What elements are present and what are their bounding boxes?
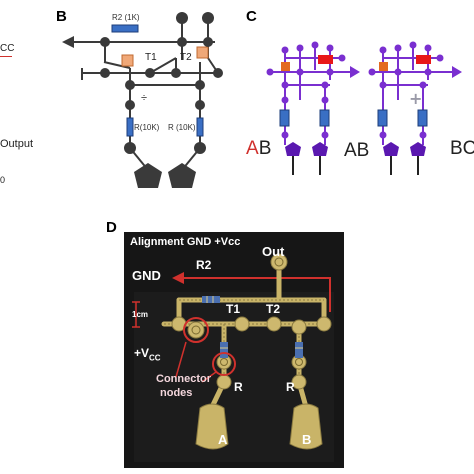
out-label: Out bbox=[262, 244, 285, 259]
label-ab-b: B bbox=[258, 138, 272, 159]
panel-d-letter: D bbox=[106, 219, 117, 236]
photo-circuit bbox=[124, 232, 344, 468]
t2-label: T2 bbox=[180, 52, 192, 63]
svg-text:+: + bbox=[409, 89, 422, 108]
t1-label: T1 bbox=[145, 52, 157, 63]
bottom-fragment: 0 bbox=[0, 175, 6, 185]
label-ab-mid: AB bbox=[344, 140, 370, 161]
label-ab-red-a: A bbox=[246, 138, 259, 159]
r-left-label: R(10K) bbox=[134, 123, 160, 132]
t2-photo-label: T2 bbox=[266, 302, 281, 316]
gnd-label: GND bbox=[132, 268, 161, 283]
r2-photo-label: R2 bbox=[196, 258, 212, 272]
a-photo-label: A bbox=[218, 432, 228, 447]
t1-photo-label: T1 bbox=[226, 302, 241, 316]
nodes-label: nodes bbox=[160, 387, 193, 399]
panel-b-letter: B bbox=[56, 8, 67, 25]
vcc-sub: CC bbox=[149, 353, 161, 363]
divider-symbol: ÷ bbox=[141, 92, 148, 104]
vcc-photo-label: +VCC bbox=[134, 346, 161, 362]
label-ab-left: AB bbox=[246, 138, 271, 160]
r-left-photo-label: R bbox=[234, 380, 243, 394]
t1-block bbox=[121, 54, 134, 67]
vcc-fragment: CC bbox=[0, 43, 15, 54]
connector-label: Connector bbox=[156, 373, 211, 385]
r2-label: R2 (1K) bbox=[112, 13, 140, 22]
b-photo-label: B bbox=[302, 432, 312, 447]
output-label: Output bbox=[0, 138, 34, 150]
label-bc: BC bbox=[450, 138, 474, 159]
vcc-main: +V bbox=[134, 346, 150, 360]
vcc-underline bbox=[0, 56, 12, 57]
r-right-photo-label: R bbox=[286, 380, 295, 394]
panel-c-letter: C bbox=[246, 8, 257, 25]
scale-label: 1cm bbox=[132, 310, 149, 319]
photo-frame bbox=[124, 232, 344, 468]
r-right-label: R (10K) bbox=[168, 123, 196, 132]
t2-block bbox=[196, 46, 209, 59]
alignment-label: Alignment GND +Vcc bbox=[130, 236, 241, 248]
